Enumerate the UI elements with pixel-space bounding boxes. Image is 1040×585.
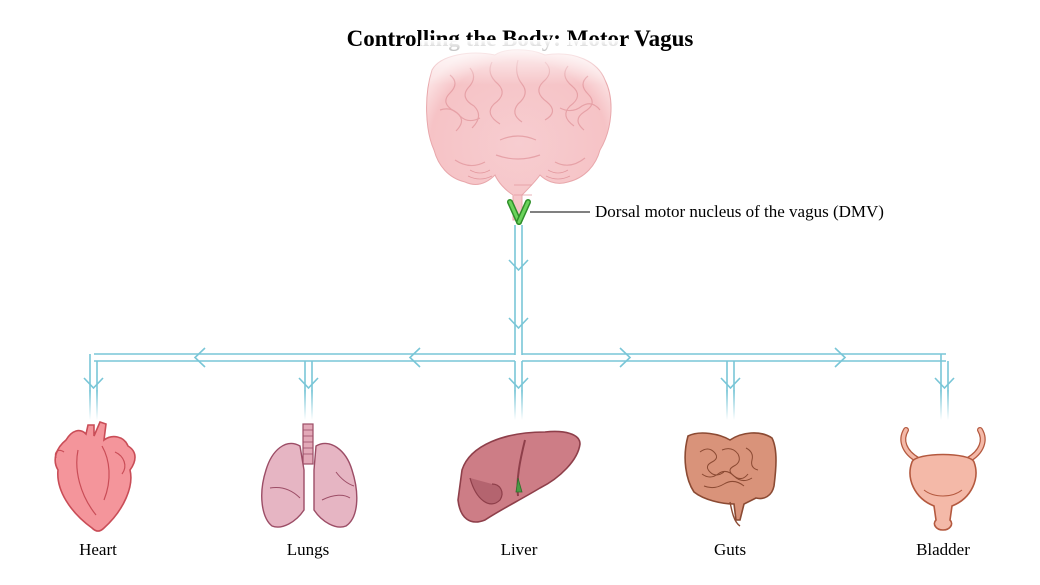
vagus-nucleus-icon [507, 199, 531, 225]
lungs-icon [261, 423, 358, 528]
drop-arrow-heart [83, 377, 104, 390]
drop-arrow-bladder [934, 377, 955, 390]
dmv-label: Dorsal motor nucleus of the vagus (DMV) [595, 202, 884, 221]
trunk-line [514, 225, 523, 355]
branch-arrow-right-1 [619, 347, 632, 368]
branch-horizontal [94, 353, 946, 362]
guts-icon [684, 432, 777, 527]
drop-arrow-liver [508, 377, 529, 390]
branch-arrow-left-1 [193, 347, 206, 368]
liver-label: Liver [500, 540, 538, 559]
drop-arrow-guts [720, 377, 741, 390]
pathway-fades [80, 388, 110, 414]
trunk-arrow-2 [508, 317, 529, 330]
lungs-label: Lungs [286, 540, 330, 559]
bladder-icon [900, 427, 986, 531]
brain-icon [420, 40, 620, 221]
heart-label: Heart [79, 540, 117, 559]
liver-icon [457, 430, 581, 523]
drop-arrow-lungs [298, 377, 319, 390]
branch-arrow-left-2 [408, 347, 421, 368]
guts-label: Guts [713, 540, 747, 559]
heart-icon [54, 421, 136, 532]
vagus-pathways [83, 225, 955, 390]
bladder-label: Bladder [916, 540, 970, 559]
branch-arrow-right-2 [834, 347, 847, 368]
trunk-arrow-1 [508, 259, 529, 272]
